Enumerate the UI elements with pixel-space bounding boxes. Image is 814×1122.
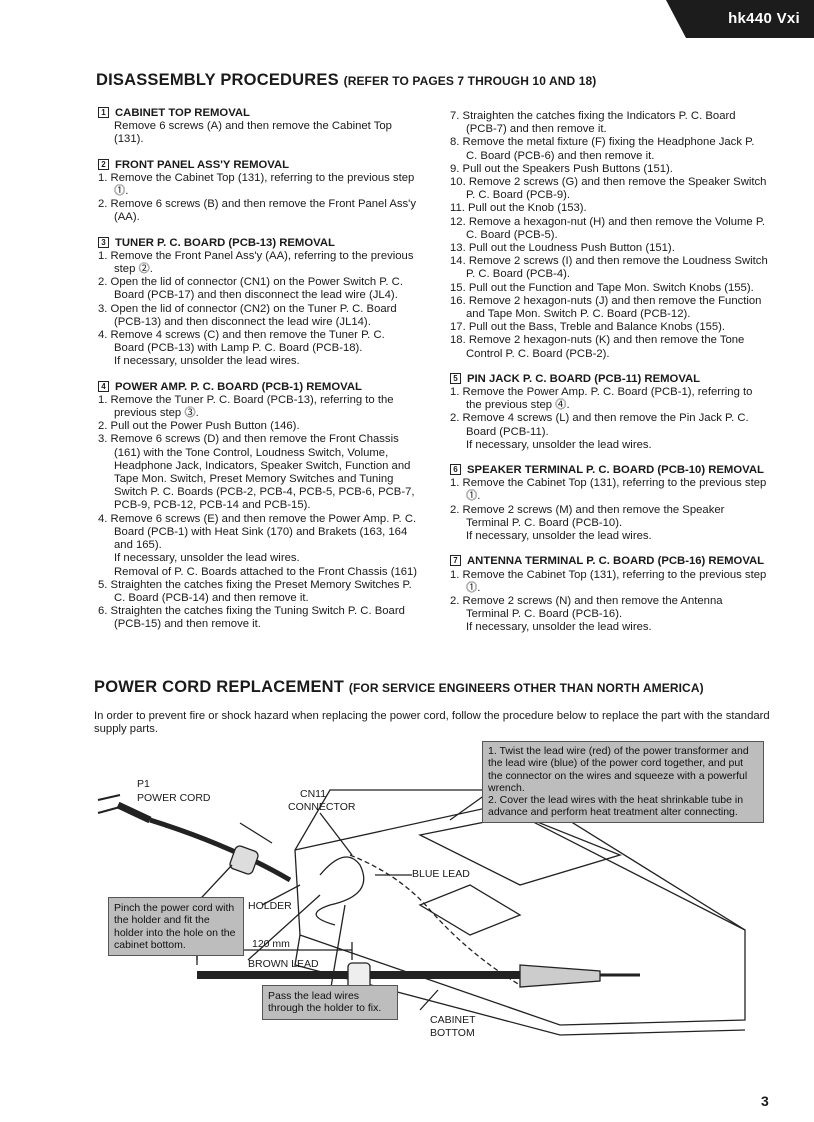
label-length: 120 mm bbox=[252, 938, 290, 950]
section-2-item: 2. Remove 6 screws (B) and then remove t… bbox=[98, 198, 416, 224]
cord-holder bbox=[229, 845, 259, 875]
power-cord-cable bbox=[149, 817, 292, 883]
title-main: DISASSEMBLY PROCEDURES bbox=[96, 71, 339, 89]
label-holder: HOLDER bbox=[248, 900, 292, 912]
step-item: 9. Pull out the Speakers Push Buttons (1… bbox=[450, 162, 673, 175]
section-3-note: If necessary, unsolder the lead wires. bbox=[114, 355, 300, 368]
page-title: DISASSEMBLY PROCEDURES (REFER TO PAGES 7… bbox=[96, 71, 596, 90]
right-column: 7. Straighten the catches fixing the Ind… bbox=[450, 110, 768, 635]
step-item: 18. Remove 2 hexagon-nuts (K) and then r… bbox=[450, 334, 745, 360]
step-item: 17. Pull out the Bass, Treble and Balanc… bbox=[450, 321, 726, 334]
section-3-item: 1. Remove the Front Panel Ass'y (AA), re… bbox=[98, 249, 414, 276]
step-item: 14. Remove 2 screws (I) and then remove … bbox=[450, 255, 768, 281]
label-cn11: CN11 bbox=[300, 788, 327, 800]
callout-pass-wires: Pass the lead wires through the holder t… bbox=[262, 985, 398, 1020]
label-connector: CONNECTOR bbox=[288, 801, 356, 813]
label-p1: P1 bbox=[137, 778, 150, 790]
section-7-note: If necessary, unsolder the lead wires. bbox=[466, 621, 652, 634]
section-5-item: 1. Remove the Power Amp. P. C. Board (PC… bbox=[450, 386, 753, 412]
section-4-item: 2. Pull out the Power Push Button (146). bbox=[98, 420, 300, 433]
label-blue-lead: BLUE LEAD bbox=[412, 868, 470, 880]
section-6-note: If necessary, unsolder the lead wires. bbox=[466, 530, 652, 543]
label-power-cord: POWER CORD bbox=[137, 792, 211, 804]
section-3-item: 2. Open the lid of connector (CN1) on th… bbox=[98, 276, 403, 302]
step-item: 7. Straighten the catches fixing the Ind… bbox=[450, 110, 736, 136]
model-label: hk440 Vxi bbox=[728, 10, 800, 27]
callout-connect-wires: 1. Twist the lead wire (red) of the powe… bbox=[482, 741, 764, 823]
section-3-item: 3. Open the lid of connector (CN2) on th… bbox=[98, 302, 397, 328]
step-item: 11. Pull out the Knob (153). bbox=[450, 202, 587, 215]
section-4-item: 3. Remove 6 screws (D) and then remove t… bbox=[98, 433, 415, 512]
section-2-item: 1. Remove the Cabinet Top (131), referri… bbox=[98, 171, 415, 198]
section-4-item: 5. Straighten the catches fixing the Pre… bbox=[98, 578, 412, 604]
page-number: 3 bbox=[761, 1093, 769, 1109]
section-5-note: If necessary, unsolder the lead wires. bbox=[466, 438, 652, 451]
step-item: 15. Pull out the Function and Tape Mon. … bbox=[450, 281, 754, 294]
title-sub: (REFER TO PAGES 7 THROUGH 10 AND 18) bbox=[343, 74, 597, 88]
section-7-item: 2. Remove 2 screws (N) and then remove t… bbox=[450, 594, 723, 621]
step-item: 13. Pull out the Loudness Push Button (1… bbox=[450, 242, 675, 255]
section-6-item: 2. Remove 2 screws (M) and then remove t… bbox=[450, 503, 725, 529]
step-item: 8. Remove the metal fixture (F) fixing t… bbox=[450, 136, 755, 162]
step-item: 10. Remove 2 screws (G) and then remove … bbox=[450, 176, 767, 202]
section-5-item: 2. Remove 4 screws (L) and then remove t… bbox=[450, 412, 749, 438]
power-cord-intro: In order to prevent fire or shock hazard… bbox=[94, 710, 770, 736]
label-bottom: BOTTOM bbox=[430, 1027, 475, 1039]
section-4-note: Removal of P. C. Boards attached to the … bbox=[114, 565, 418, 578]
section-3-item: 4. Remove 4 screws (C) and then remove t… bbox=[98, 329, 385, 355]
section-4-item: 1. Remove the Tuner P. C. Board (PCB-13)… bbox=[98, 393, 394, 420]
model-tab: hk440 Vxi bbox=[666, 0, 814, 38]
label-brown-lead: BROWN LEAD bbox=[248, 958, 319, 970]
section-4-note: If necessary, unsolder the lead wires. bbox=[114, 552, 300, 565]
label-cabinet: CABINET bbox=[430, 1014, 476, 1026]
section-4-item: 4. Remove 6 screws (E) and then remove t… bbox=[98, 512, 417, 552]
step-item: 12. Remove a hexagon-nut (H) and then re… bbox=[450, 215, 766, 241]
section-4-item: 6. Straighten the catches fixing the Tun… bbox=[98, 605, 405, 631]
step-item: 16. Remove 2 hexagon-nuts (J) and then r… bbox=[450, 294, 762, 321]
callout-pinch-cord: Pinch the power cord with the holder and… bbox=[108, 897, 244, 957]
section-7-item: 1. Remove the Cabinet Top (131), referri… bbox=[450, 568, 767, 594]
section-6-item: 1. Remove the Cabinet Top (131), referri… bbox=[450, 477, 767, 503]
power-cord-title: POWER CORD REPLACEMENT (FOR SERVICE ENGI… bbox=[94, 678, 704, 696]
section-1-text: Remove 6 screws (A) and then remove the … bbox=[114, 120, 392, 146]
